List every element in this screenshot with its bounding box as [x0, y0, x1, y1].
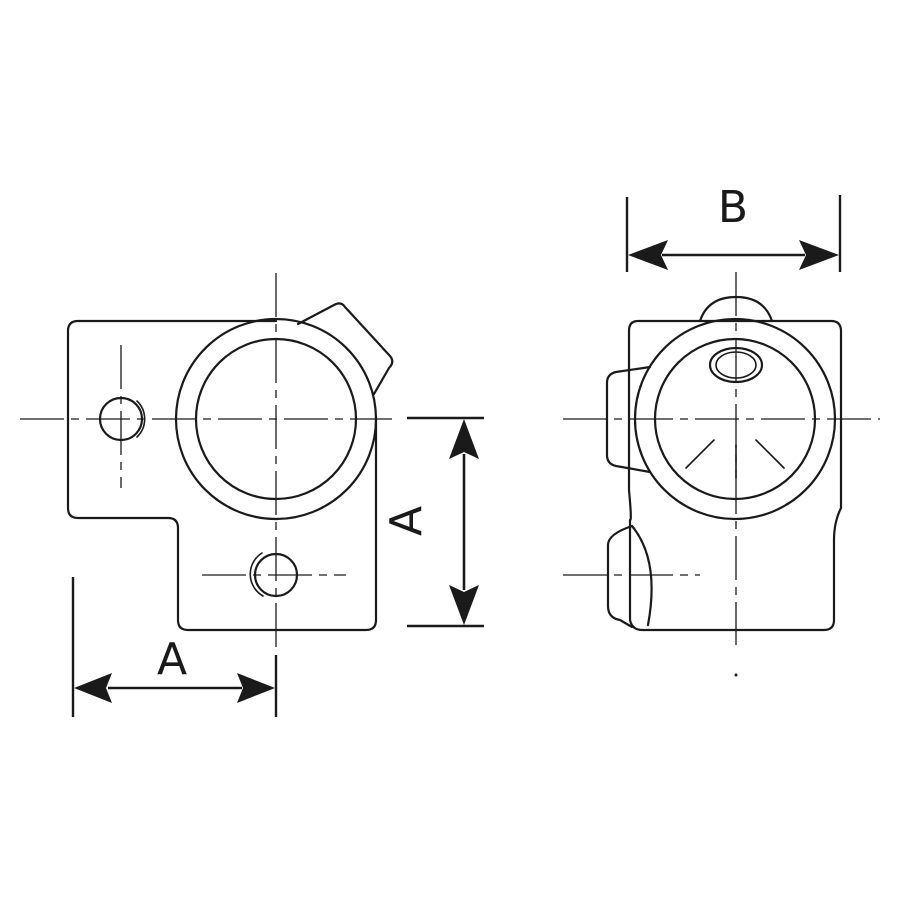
- left-side-lug: [296, 302, 394, 396]
- dimension-label-b: B: [718, 182, 748, 233]
- dimension-a-horizontal: A: [71, 577, 278, 717]
- right-radial-line: [755, 439, 785, 469]
- arrow-head: [237, 673, 275, 703]
- right-lower-boss: [606, 524, 634, 629]
- left-body-outline: [66, 319, 378, 632]
- left-lower-screw-thread-icon: [249, 552, 264, 597]
- right-radial-line: [685, 439, 715, 469]
- arrow-head: [449, 585, 479, 625]
- arrow-head: [799, 240, 839, 270]
- dimension-label-a: A: [157, 634, 187, 685]
- dimension-b: B: [625, 182, 842, 272]
- left-view: [20, 273, 394, 650]
- right-view: [563, 272, 880, 677]
- arrow-head: [449, 419, 479, 459]
- right-center-dot: [734, 673, 738, 677]
- arrow-head: [628, 240, 668, 270]
- right-lower-boss-curve: [630, 524, 653, 627]
- dimension-a-vertical: A: [381, 416, 484, 628]
- dimension-label-a: A: [381, 506, 432, 536]
- arrow-head: [74, 673, 112, 703]
- right-body-outline: [627, 319, 843, 632]
